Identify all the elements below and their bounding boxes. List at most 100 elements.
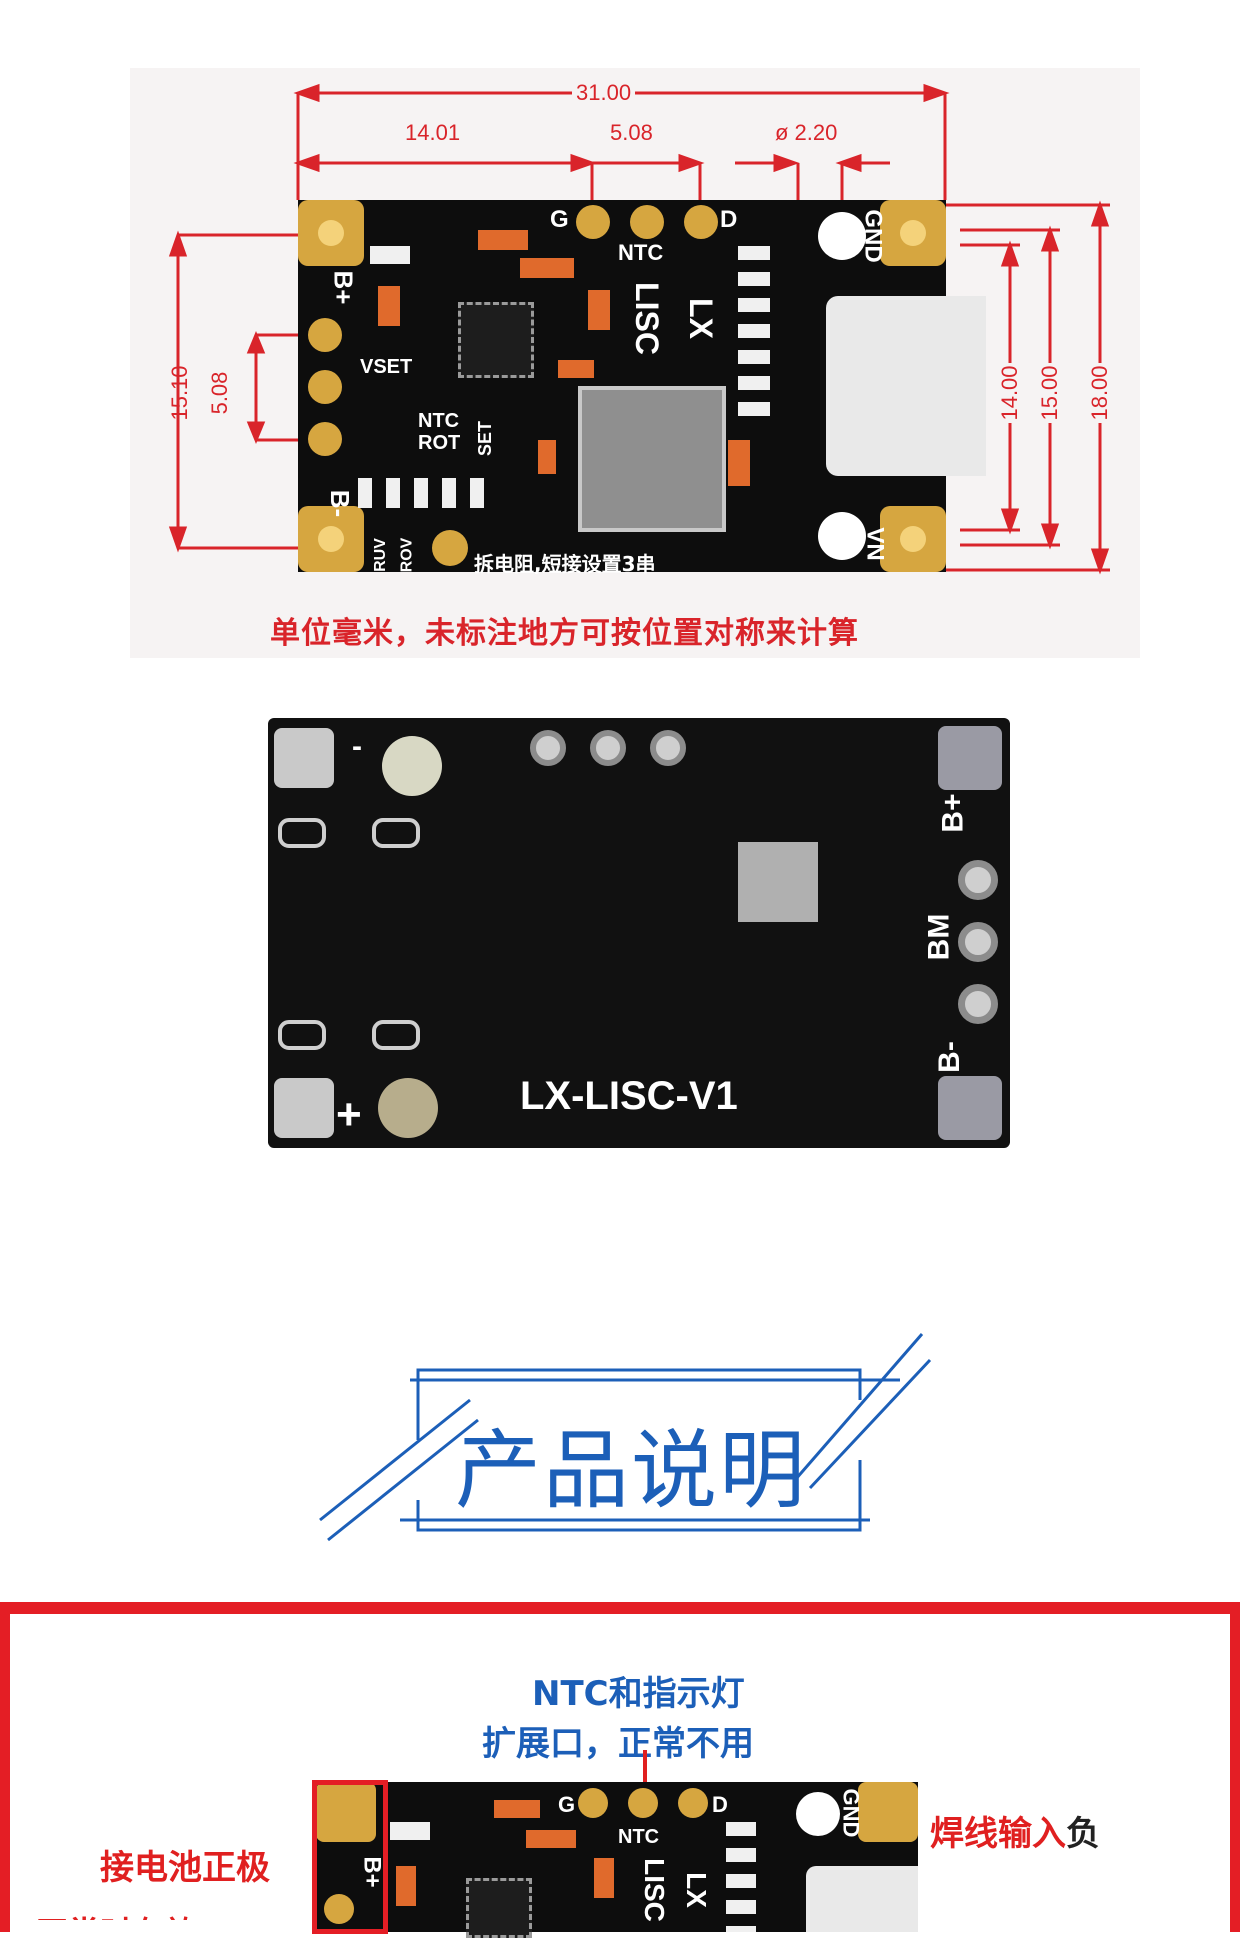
dim-hole-diameter: ø 2.20 — [775, 120, 838, 145]
title-frame — [319, 1333, 932, 1542]
component-5 — [728, 440, 750, 486]
annot-comp-4 — [594, 1858, 614, 1898]
annot-silk-d: D — [712, 1792, 728, 1817]
annot-silk-lisc: LISC — [638, 1858, 670, 1922]
via-right-1 — [958, 860, 998, 900]
via-3 — [650, 730, 686, 766]
silk-resistor-note: 拆电阻,短接设置3串 — [474, 552, 656, 576]
pad-bottom-right — [880, 506, 946, 572]
units-caption: 单位毫米，未标注地方可按位置对称来计算 — [270, 616, 859, 651]
component-2 — [520, 258, 574, 278]
silk-rov: ROV — [398, 537, 416, 573]
annot-pad-left — [324, 1894, 354, 1924]
corner-pad-bl — [274, 1078, 334, 1138]
dim-right-2: 15.00 — [1037, 363, 1063, 423]
annot-comp-2 — [526, 1830, 576, 1848]
annot-silk-ntc: NTC — [618, 1826, 660, 1848]
silk-lisc: LISC — [628, 282, 665, 355]
slot-tr — [372, 818, 420, 848]
solder-dot-top — [382, 736, 442, 796]
dimension-lines — [168, 83, 1110, 575]
annot-comp-1 — [494, 1800, 540, 1818]
corner-pad-br — [938, 1076, 1002, 1140]
pad-left-3 — [308, 422, 342, 456]
pad-top-left — [298, 200, 364, 266]
jumper-circle — [432, 530, 468, 566]
pad-top-right — [880, 200, 946, 266]
pad-bottom-left — [298, 506, 364, 572]
annot-comp-col — [726, 1822, 756, 1932]
component-3 — [588, 290, 610, 330]
ntc-note-line2: 扩展口，正常不用 — [482, 1724, 754, 1764]
resistor-row — [358, 478, 498, 508]
silk-rot: ROT — [418, 432, 461, 454]
annot-hole — [796, 1792, 840, 1836]
silk-ntc-mid: NTC — [418, 410, 460, 432]
dim-overall-width: 31.00 — [572, 80, 636, 106]
via-2 — [590, 730, 626, 766]
silk-set: SET — [475, 420, 496, 457]
battery-positive-label: 接电池正极 — [100, 1848, 270, 1888]
section-title: 产品说明 — [455, 1421, 807, 1521]
ic-chip — [458, 302, 534, 378]
partial-caption: 正常时有效 — [36, 1908, 196, 1920]
back-b-plus: B+ — [936, 793, 970, 833]
silk-gnd: GND — [859, 209, 887, 263]
silk-b-plus: B+ — [328, 270, 359, 305]
input-label-suffix: 负 — [1066, 1814, 1100, 1854]
pad-ntc — [630, 205, 664, 239]
slot-br — [372, 1020, 420, 1050]
silk-b-minus: B- — [325, 489, 356, 518]
annot-comp-3 — [396, 1866, 416, 1906]
dim-right-1: 14.00 — [997, 363, 1023, 423]
via-1 — [530, 730, 566, 766]
pad-left-1 — [308, 318, 342, 352]
silk-vn: VN — [861, 527, 889, 561]
inductor — [578, 386, 726, 532]
annot-pad-tl — [316, 1782, 376, 1842]
mount-hole-top — [818, 212, 866, 260]
annot-ic — [466, 1878, 532, 1938]
corner-pad-tl — [274, 728, 334, 788]
annot-usb — [806, 1866, 918, 1932]
mount-hole-bottom — [818, 512, 866, 560]
input-label: 焊线输入负 — [930, 1806, 1100, 1855]
component-7 — [538, 440, 556, 474]
dim-left-segment: 14.01 — [405, 120, 461, 145]
usb-c-port — [826, 296, 986, 476]
annot-silk-gnd: GND — [838, 1788, 864, 1838]
slot-tl — [278, 818, 326, 848]
component-4 — [558, 360, 594, 378]
back-b-minus: B- — [932, 1041, 966, 1073]
silk-ntc-top: NTC — [618, 240, 664, 265]
input-label-text: 焊线输入 — [930, 1814, 1066, 1854]
pad-d — [684, 205, 718, 239]
solder-dot-bottom — [378, 1078, 438, 1138]
silk-ruv: RUV — [371, 538, 389, 572]
annot-pad-ntc — [628, 1788, 658, 1818]
annot-silk-bplus: B+ — [358, 1856, 386, 1888]
component-col — [738, 246, 770, 416]
silk-g: G — [550, 206, 569, 233]
annot-silk-lx: LX — [680, 1872, 712, 1908]
pcb-top-view — [298, 200, 986, 572]
annot-silk-g: G — [558, 1792, 576, 1817]
pad-g — [576, 205, 610, 239]
corner-pad-tr — [938, 726, 1002, 790]
annot-comp-5 — [390, 1822, 430, 1840]
component-8 — [370, 246, 410, 264]
thermal-pad — [738, 842, 818, 922]
annot-pad-g — [578, 1788, 608, 1818]
back-bm: BM — [922, 913, 956, 961]
pad-left-2 — [308, 370, 342, 404]
annot-pad-d — [678, 1788, 708, 1818]
dim-pin-pitch: 5.08 — [610, 120, 653, 145]
component-1 — [478, 230, 528, 250]
dim-left-pitch: 5.08 — [207, 371, 232, 415]
silk-d: D — [720, 206, 738, 233]
via-right-2 — [958, 922, 998, 962]
silk-lx: LX — [682, 298, 719, 339]
back-plus-sign: + — [336, 1090, 362, 1139]
annot-pad-tr — [858, 1782, 918, 1842]
annotated-pcb — [316, 1782, 918, 1938]
